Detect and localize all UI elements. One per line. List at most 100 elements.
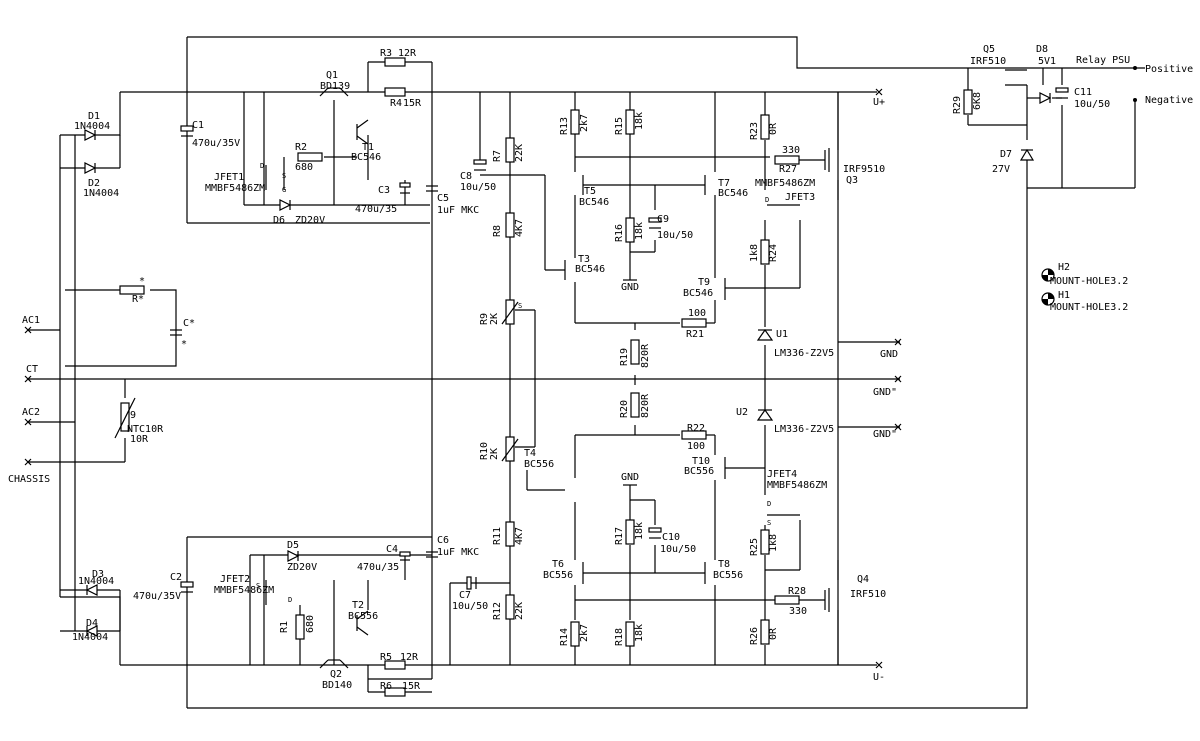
ports: AC1 CT AC2 CHASSIS U+ U- GND GND" <box>8 55 1193 683</box>
svg-text:1N4004: 1N4004 <box>74 121 110 132</box>
svg-text:22K: 22K <box>514 602 525 620</box>
port-u-minus: U- <box>873 661 885 683</box>
transistor-t3: T3 BC546 <box>564 254 605 280</box>
port-negative-label: Negative <box>1145 95 1193 106</box>
svg-text:15R: 15R <box>403 98 422 109</box>
svg-text:1N4004: 1N4004 <box>72 632 108 643</box>
svg-text:R22: R22 <box>687 423 705 434</box>
svg-text:0R: 0R <box>768 627 779 640</box>
svg-text:Q4: Q4 <box>857 574 869 585</box>
svg-text:ZD20V: ZD20V <box>287 562 317 573</box>
port-ct-label: CT <box>26 364 38 375</box>
svg-text:2k7: 2k7 <box>579 114 590 132</box>
svg-text:T7: T7 <box>718 178 730 189</box>
svg-text:D2: D2 <box>88 178 100 189</box>
svg-text:D3: D3 <box>92 569 104 580</box>
resistor-r14: R14 2k7 <box>559 621 590 647</box>
svg-text:10u/50: 10u/50 <box>460 182 496 193</box>
port-ac1-label: AC1 <box>22 315 40 326</box>
svg-text:D1: D1 <box>88 111 100 122</box>
svg-text:S: S <box>767 519 771 527</box>
svg-text:6K8: 6K8 <box>972 92 983 110</box>
svg-text:BC546: BC546 <box>351 152 381 163</box>
svg-text:C11: C11 <box>1074 87 1092 98</box>
capacitor-c9: C9 10u/50 <box>648 214 693 241</box>
svg-text:R12: R12 <box>492 602 503 620</box>
resistor-r3: R3 12R <box>380 48 417 67</box>
svg-text:MMBF5486ZM: MMBF5486ZM <box>767 480 827 491</box>
port-negative: Negative <box>1133 95 1193 106</box>
potentiometer-r10: R10 2K <box>479 436 519 462</box>
svg-text:R8: R8 <box>492 225 503 237</box>
svg-text:R20: R20 <box>619 400 630 418</box>
mosfet-q3: IRF9510 Q3 <box>824 148 885 186</box>
capacitor-c10: C10 10u/50 <box>648 527 696 555</box>
resistor-r8: R8 4K7 <box>492 212 525 238</box>
svg-text:R10: R10 <box>479 442 490 460</box>
svg-text:18k: 18k <box>634 624 645 642</box>
svg-text:H2: H2 <box>1058 262 1070 273</box>
resistor-r29: R29 6K8 <box>952 89 983 115</box>
svg-text:C4: C4 <box>386 544 398 555</box>
resistor-r27: 330 R27 <box>774 145 800 175</box>
svg-text:C9: C9 <box>657 214 669 225</box>
svg-text:R*: R* <box>132 294 144 305</box>
svg-text:D: D <box>260 162 264 170</box>
svg-text:330: 330 <box>782 145 800 156</box>
transistor-t6: T6 BC556 <box>543 559 584 584</box>
svg-text:BC556: BC556 <box>348 611 378 622</box>
svg-text:D: D <box>767 500 771 508</box>
resistor-r4: R4 15R <box>384 87 422 109</box>
svg-text:R4: R4 <box>390 98 402 109</box>
resistor-r18: R18 18k <box>614 621 645 647</box>
svg-text:BC556: BC556 <box>524 459 554 470</box>
svg-text:100: 100 <box>688 308 706 319</box>
jfet-jfet2: S D JFET2 MMBF5486ZM <box>214 574 292 605</box>
port-gnd-3: GND" <box>873 423 902 440</box>
resistor-r5: R5 12R <box>380 652 419 670</box>
svg-text:T4: T4 <box>524 448 536 459</box>
resistor-r16: R16 18k <box>614 217 645 243</box>
resistor-r13: R13 2k7 <box>559 109 590 135</box>
svg-text:12R: 12R <box>400 652 419 663</box>
svg-text:1k8: 1k8 <box>768 534 779 552</box>
svg-text:10u/50: 10u/50 <box>660 544 696 555</box>
zener-d5: D5 ZD20V <box>287 540 317 573</box>
svg-text:D5: D5 <box>287 540 299 551</box>
svg-text:*: * <box>181 339 187 350</box>
transistor-t4: T4 BC556 <box>524 448 554 470</box>
svg-text:Q1: Q1 <box>326 70 338 81</box>
svg-text:R15: R15 <box>614 117 625 135</box>
capacitor-c6: C6 1uF MKC <box>426 535 479 558</box>
svg-text:S: S <box>282 172 286 180</box>
svg-text:T10: T10 <box>692 456 710 467</box>
transistor-q1: Q1 BD139 <box>319 70 350 97</box>
svg-text:18k: 18k <box>634 222 645 240</box>
svg-text:R16: R16 <box>614 224 625 242</box>
svg-text:ZD20V: ZD20V <box>295 215 325 226</box>
svg-text:JFET1: JFET1 <box>214 172 244 183</box>
svg-text:C8: C8 <box>460 171 472 182</box>
svg-text:R24: R24 <box>768 244 779 262</box>
svg-text:18k: 18k <box>634 522 645 540</box>
svg-text:R28: R28 <box>788 586 806 597</box>
port-u-plus: U+ <box>873 88 885 108</box>
svg-text:Q5: Q5 <box>983 44 995 55</box>
svg-text:680: 680 <box>305 615 316 633</box>
transistor-q2: Q2 BD140 <box>319 659 352 691</box>
svg-text:IRF9510: IRF9510 <box>843 164 885 175</box>
diode-d1: D1 1N4004 <box>74 111 110 141</box>
svg-text:S: S <box>256 582 260 590</box>
svg-text:C3: C3 <box>378 185 390 196</box>
svg-text:1uF MKC: 1uF MKC <box>437 205 479 216</box>
svg-text:820R: 820R <box>640 393 651 418</box>
port-ac2: AC2 <box>22 407 40 426</box>
mosfet-q4: Q4 IRF510 <box>824 574 886 612</box>
svg-text:MMBF5486ZM: MMBF5486ZM <box>214 585 274 596</box>
svg-text:T3: T3 <box>578 254 590 265</box>
svg-text:10R: 10R <box>130 434 149 445</box>
svg-text:D7: D7 <box>1000 149 1012 160</box>
svg-text:BD140: BD140 <box>322 680 352 691</box>
svg-text:470u/35: 470u/35 <box>355 204 397 215</box>
transistor-t8: T8 BC556 <box>704 559 743 584</box>
